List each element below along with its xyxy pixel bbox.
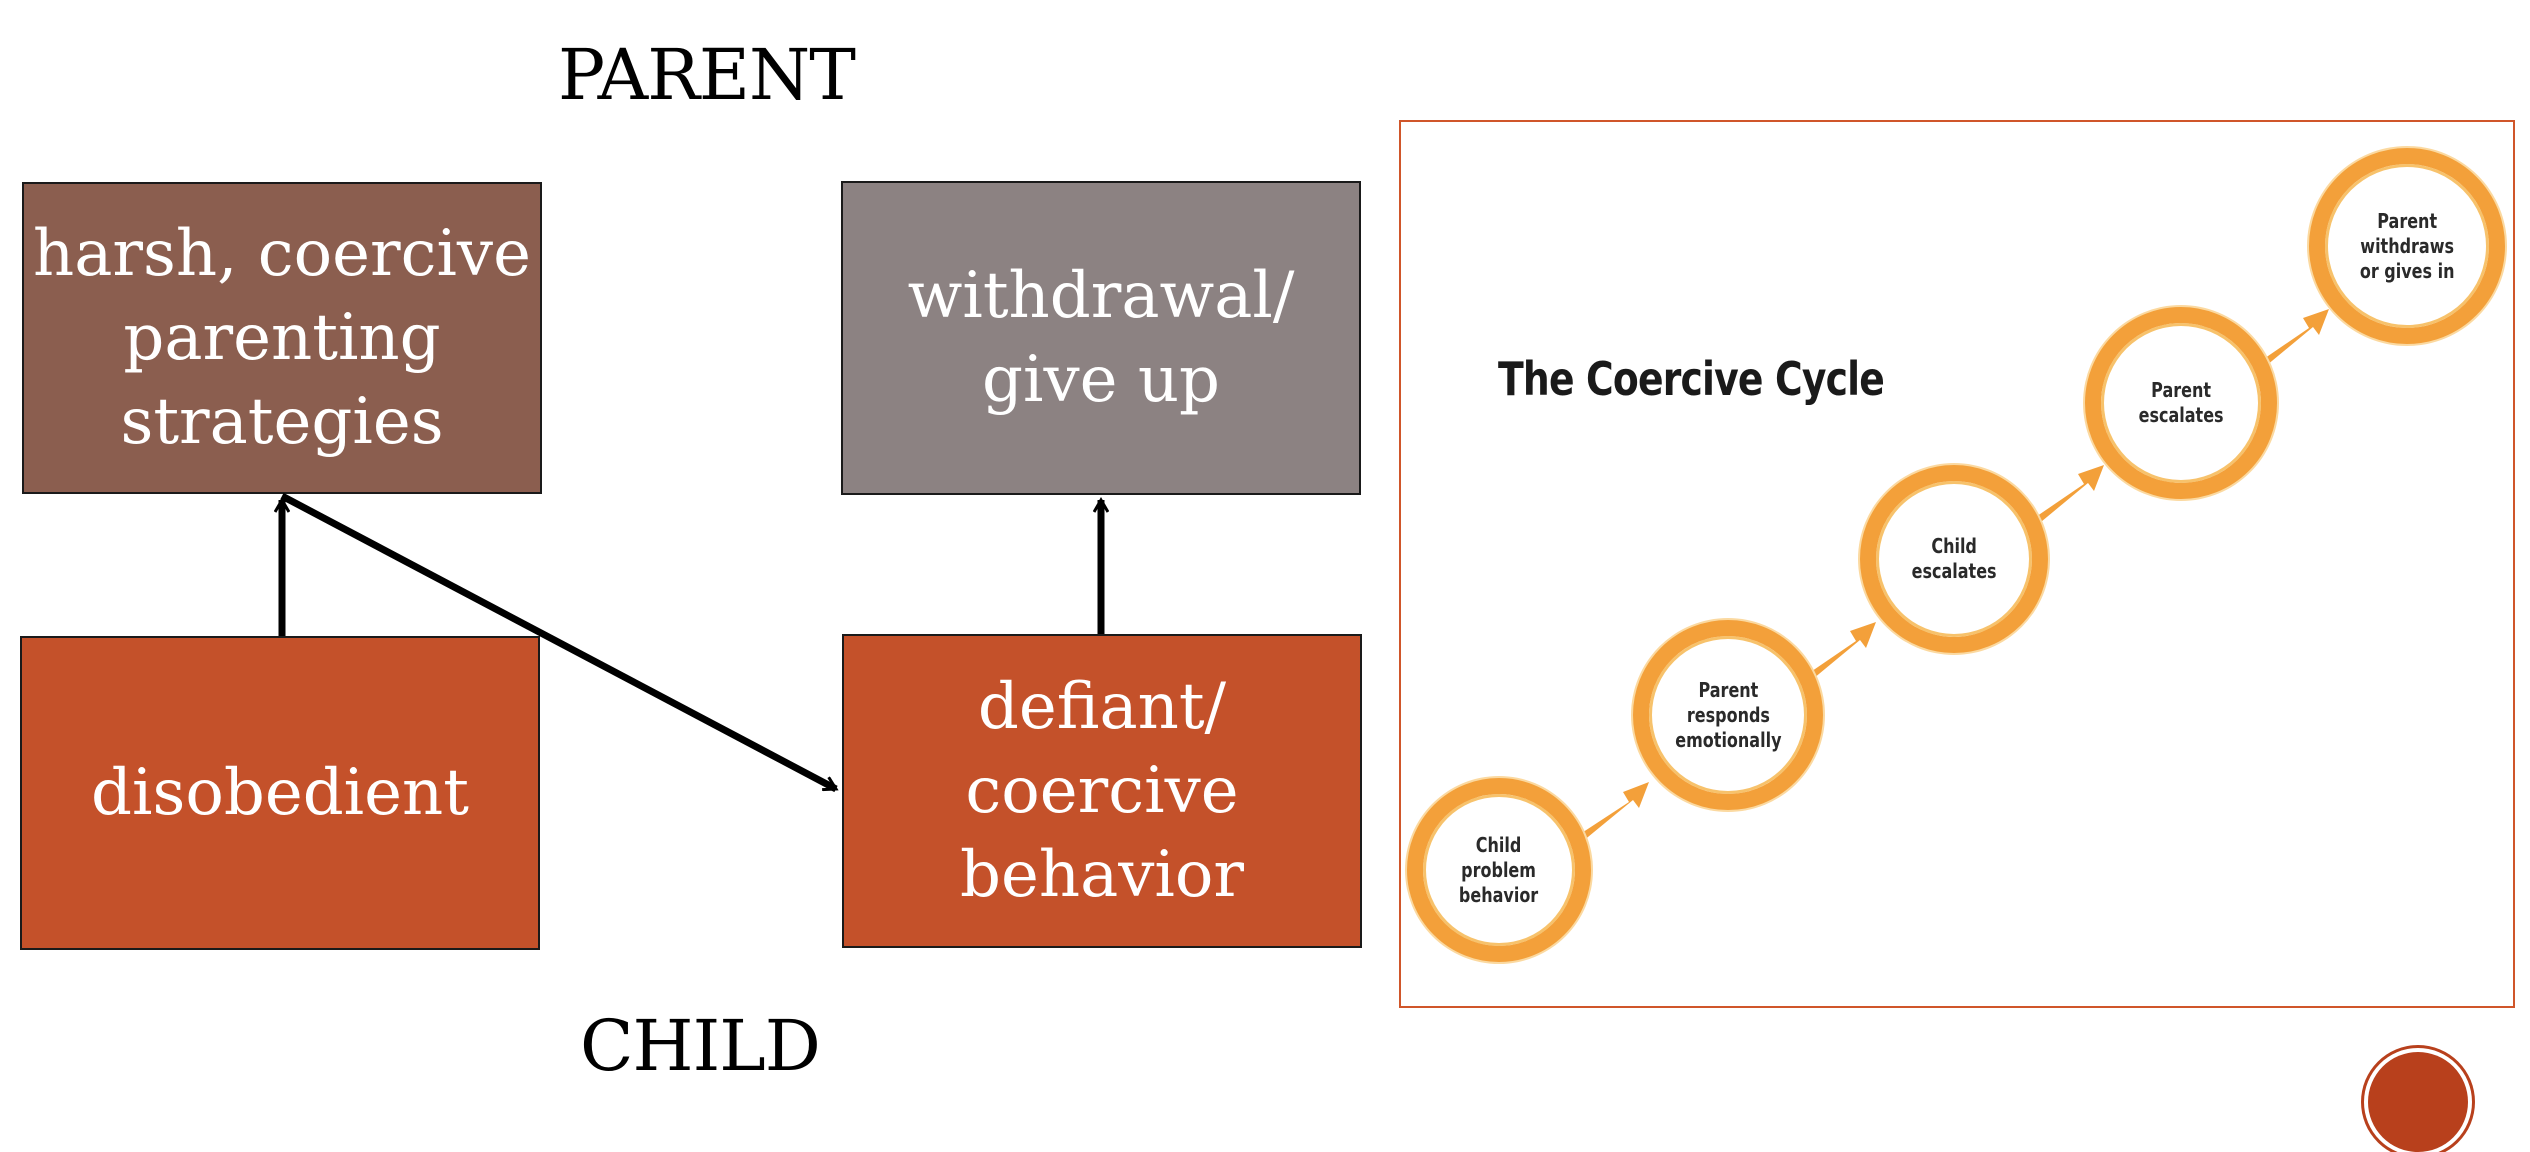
cycle-step-child-problem: Child problem behavior [1407,778,1591,962]
disobedient-label: disobedient [91,756,469,830]
cycle-arrow-2 [1796,622,1876,688]
parent-heading: PARENT [558,34,856,116]
cycle-step-parent-responds: Parent responds emotionally [1633,620,1823,810]
slide-number-badge [2368,1052,2468,1152]
withdrawal-box: withdrawal/ give up [841,181,1361,495]
coercive-cycle-title: The Coercive Cycle [1498,352,1885,406]
defiant-box: defiant/ coercive behavior [842,634,1362,948]
harsh-parenting-box: harsh, coercive parenting strategies [22,182,542,494]
disobedient-box: disobedient [20,636,540,950]
cycle-step-parent-withdraws: Parent withdraws or gives in [2309,148,2505,344]
cycle-arrow-3 [2024,465,2104,531]
child-heading: CHILD [580,1005,821,1087]
cycle-step-parent-escalates: Parent escalates [2085,307,2277,499]
cycle-arrow-1 [1571,782,1649,846]
arrow-harsh-to-defiant [280,492,836,793]
cycle-step-child-escalates: Child escalates [1860,465,2048,653]
defiant-label: defiant/ coercive behavior [960,670,1244,912]
coercive-cycle-panel: The Coercive Cycle Child problem behavio… [1399,120,2515,1008]
cycle-arrow-4 [2249,309,2329,375]
cycle-arrows [1571,309,2329,846]
connector-arrows [0,492,2530,793]
harsh-parenting-label: harsh, coercive parenting strategies [33,217,531,459]
withdrawal-label: withdrawal/ give up [907,259,1295,417]
